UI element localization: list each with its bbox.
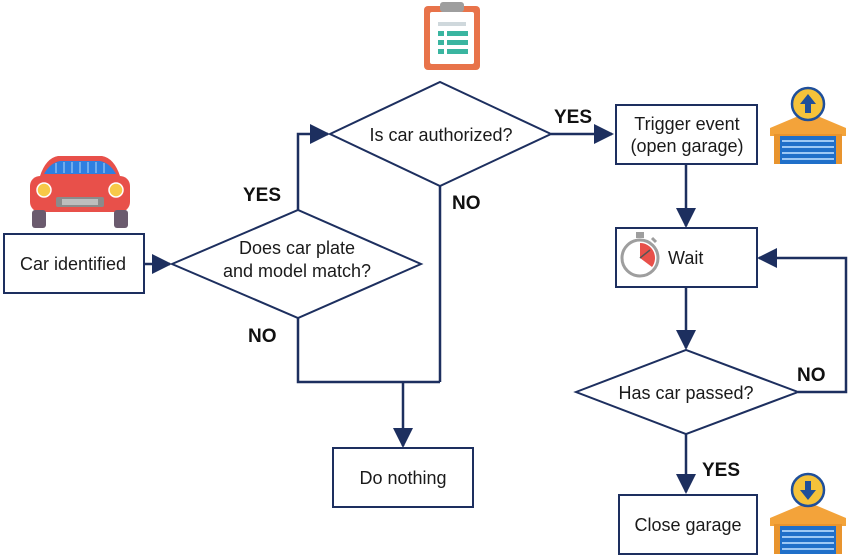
clipboard-icon xyxy=(424,2,480,70)
trigger-event-box xyxy=(615,104,758,165)
plate-no-label: NO xyxy=(248,326,277,347)
plate-yes-label: YES xyxy=(243,185,281,206)
edge-passed-no xyxy=(757,248,848,394)
trigger-label-line2: (open garage) xyxy=(630,136,743,156)
passed-no-label: NO xyxy=(797,365,826,386)
garage-close-icon xyxy=(770,472,846,554)
do-nothing-box xyxy=(332,447,474,508)
authorized-diamond xyxy=(327,80,554,188)
has-passed-diamond xyxy=(573,348,801,436)
edge-plate-no xyxy=(296,318,440,384)
has-passed-label: Has car passed? xyxy=(618,383,753,403)
close-garage-label: Close garage xyxy=(634,515,741,535)
garage-open-icon xyxy=(770,86,846,164)
car-identified-label: Car identified xyxy=(20,254,126,274)
auth-yes-label: YES xyxy=(554,107,592,128)
passed-yes-label: YES xyxy=(702,460,740,481)
car-icon xyxy=(30,156,130,228)
wait-label: Wait xyxy=(668,248,703,268)
car-identified-box xyxy=(3,233,145,294)
edge-plate-yes xyxy=(296,124,330,210)
close-garage-box xyxy=(618,494,758,555)
trigger-label-line1: Trigger event xyxy=(634,114,739,134)
plate-match-label-line2: and model match? xyxy=(223,261,371,281)
plate-match-diamond xyxy=(169,208,424,320)
auth-no-label: NO xyxy=(452,193,481,214)
do-nothing-label: Do nothing xyxy=(359,468,446,488)
authorized-label: Is car authorized? xyxy=(369,125,512,145)
plate-match-label-line1: Does car plate xyxy=(239,238,355,258)
stopwatch-icon xyxy=(620,232,660,278)
